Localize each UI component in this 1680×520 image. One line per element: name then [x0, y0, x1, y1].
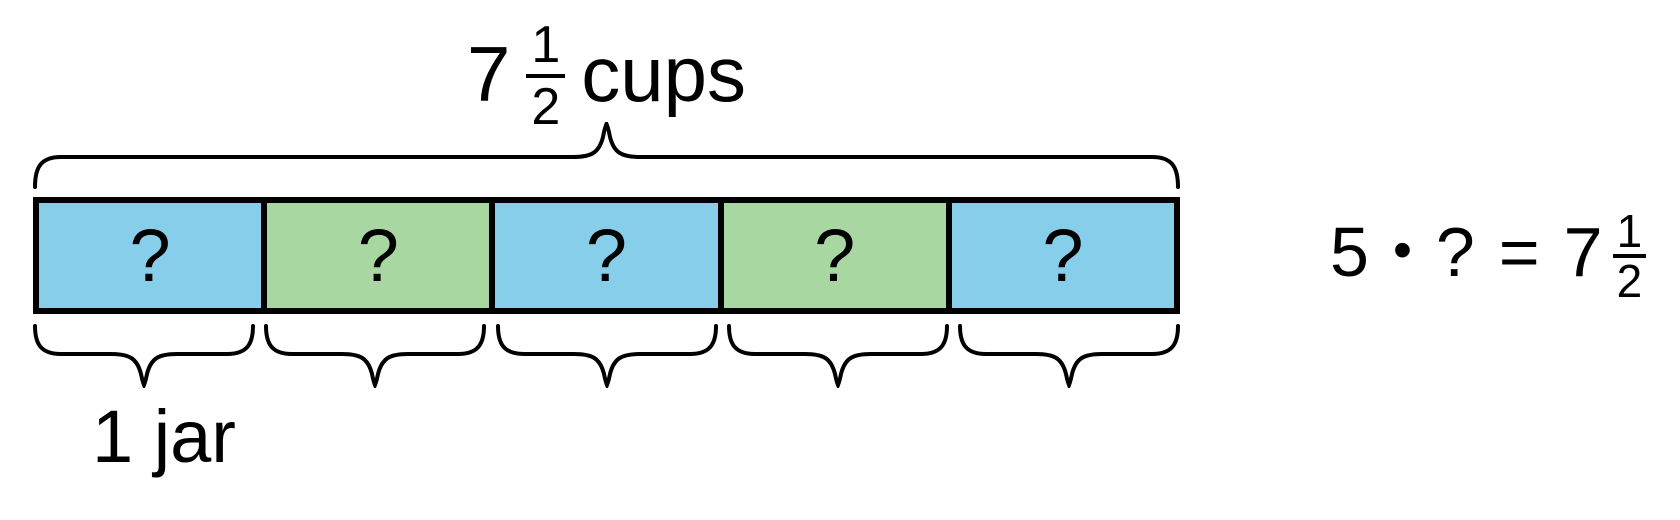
unit-brace-1 — [33, 324, 255, 388]
unit-brace-2 — [264, 324, 487, 388]
unit-brace-3 — [495, 324, 718, 388]
equation-result-fraction-numerator: 1 — [1612, 208, 1647, 258]
tape: ? ? ? ? ? — [33, 197, 1180, 314]
tape-cell-1: ? — [39, 203, 268, 308]
tape-cell-5: ? — [951, 203, 1175, 308]
total-fraction-denominator: 2 — [531, 78, 561, 136]
total-amount-label: 7 1 2 cups — [33, 18, 1180, 136]
total-whole-number: 7 — [466, 30, 511, 118]
tape-cell-2: ? — [267, 203, 496, 308]
tape-cell-3: ? — [495, 203, 724, 308]
cell-value: ? — [1042, 213, 1084, 297]
cell-value: ? — [585, 213, 628, 297]
equation-result-whole: 7 — [1563, 213, 1603, 291]
equation: 5 • ? = 7 1 2 — [1330, 193, 1647, 311]
equation-result-fraction-denominator: 2 — [1616, 255, 1643, 307]
equation-unknown: ? — [1435, 213, 1475, 291]
cell-value: ? — [814, 213, 856, 297]
unit-brace-4 — [726, 324, 949, 388]
cell-value: ? — [129, 213, 171, 297]
cell-value: ? — [357, 213, 399, 297]
multiplication-dot-icon: • — [1392, 220, 1412, 280]
total-fraction-numerator: 1 — [526, 19, 566, 78]
unit-label: 1 jar — [92, 395, 236, 478]
unit-braces — [33, 324, 1180, 388]
total-fraction: 1 2 — [526, 19, 566, 136]
tape-cell-4: ? — [723, 203, 952, 308]
top-brace — [33, 122, 1180, 189]
equals-sign: = — [1498, 213, 1540, 291]
unit-brace-5 — [958, 324, 1180, 388]
equation-result-fraction: 1 2 — [1612, 208, 1647, 307]
equation-factor: 5 — [1330, 213, 1369, 291]
total-unit: cups — [581, 30, 747, 118]
